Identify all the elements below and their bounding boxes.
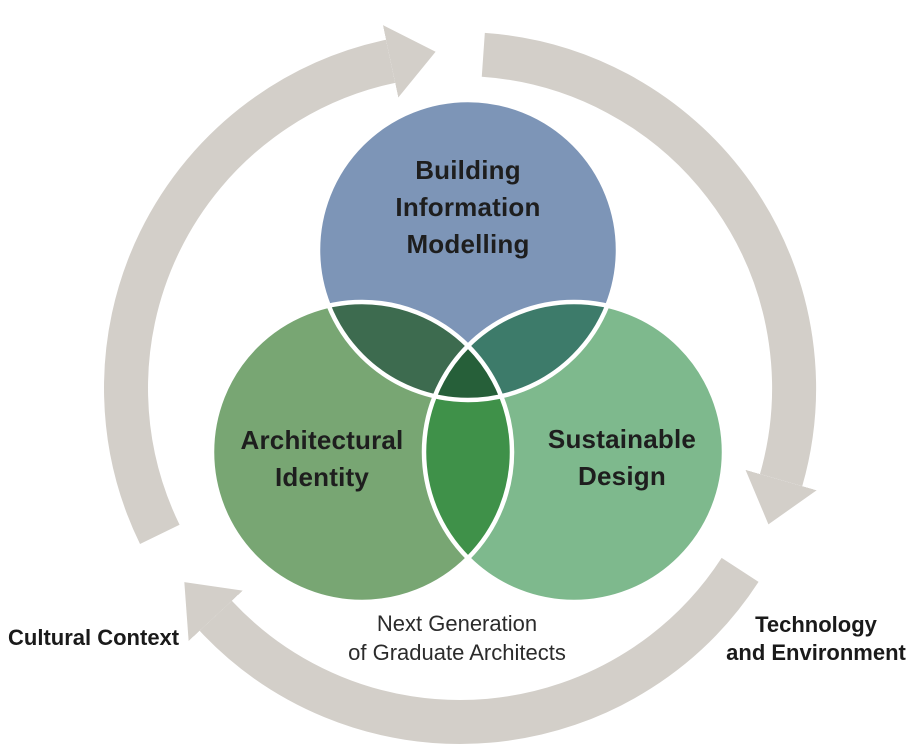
- label-line: Sustainable: [547, 424, 697, 454]
- label-line: Modelling: [406, 229, 530, 259]
- label-line: Next Generation: [376, 611, 538, 636]
- outline-bim-circle: [315, 97, 621, 403]
- label-cultural-context: Cultural Context: [8, 624, 228, 652]
- label-architectural-identity: Architectural Identity: [192, 422, 452, 496]
- label-line: Architectural: [240, 425, 404, 455]
- overlap-bim-sustainable: [424, 302, 618, 400]
- label-line: Building: [415, 155, 521, 185]
- label-building-information-modelling: Building Information Modelling: [318, 152, 618, 263]
- label-line: Information: [395, 192, 541, 222]
- label-line: Identity: [274, 462, 370, 492]
- label-technology-environment: Technology and Environment: [716, 611, 909, 667]
- label-line: Technology: [755, 612, 877, 637]
- label-line: and Environment: [726, 640, 906, 665]
- outline-sustainable-circle: [421, 299, 727, 605]
- cycle-ring: [104, 25, 817, 745]
- label-line: of Graduate Architects: [348, 640, 566, 665]
- outline-architectural-circle: [209, 299, 515, 605]
- overlap-bim-architectural: [318, 302, 512, 400]
- cycle-arc-left-top: [104, 25, 436, 545]
- label-next-generation: Next Generation of Graduate Architects: [307, 609, 607, 667]
- label-line: Design: [578, 461, 666, 491]
- cycle-arc-bottom: [184, 557, 759, 745]
- cycle-arc-right: [481, 32, 817, 525]
- label-line: Cultural Context: [8, 625, 180, 650]
- label-sustainable-design: Sustainable Design: [492, 421, 752, 495]
